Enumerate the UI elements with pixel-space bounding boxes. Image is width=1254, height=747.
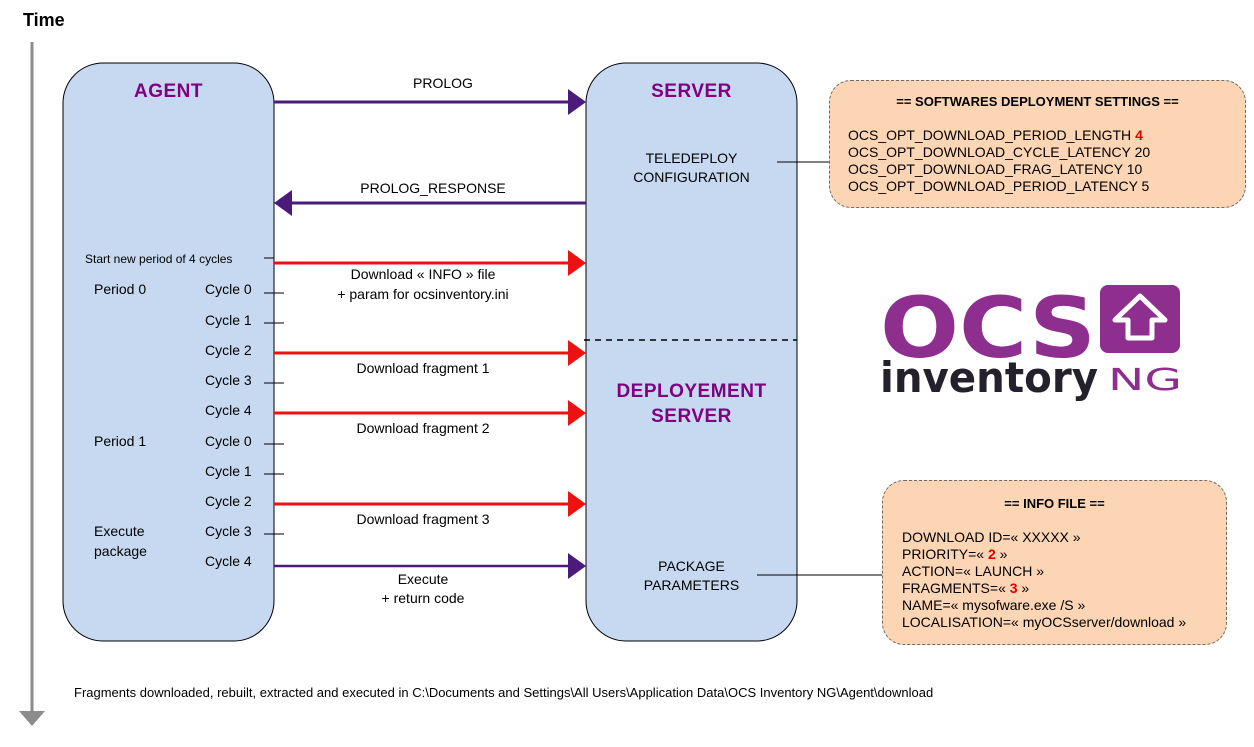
fragment1-arrow [274,340,586,366]
cycle-label: Cycle 3 [205,372,252,388]
fragment2-label: Download fragment 2 [356,420,490,436]
prolog-response-label: PROLOG_RESPONSE [360,180,506,196]
info-priority-prefix: PRIORITY=« [902,546,988,562]
execute-package-line2: package [94,543,147,559]
deployment-settings-box: == SOFTWARES DEPLOYMENT SETTINGS == OCS_… [829,80,1246,208]
agent-title: AGENT [134,81,203,102]
logo-ng-text: NG [1108,363,1182,398]
fragment2-arrow [274,400,586,426]
execute-label-line1: Execute [397,571,449,587]
info-action: ACTION=« LAUNCH » [902,563,1044,579]
package-params-line1: PACKAGE [658,558,725,574]
ocs-logo: OCS inventory NG [880,279,1182,402]
server-lane [585,62,798,642]
settings-frag-latency: OCS_OPT_DOWNLOAD_FRAG_LATENCY 10 [848,161,1143,177]
info-localisation: LOCALISATION=« myOCSserver/download » [902,614,1187,630]
download-info-arrow [274,250,586,276]
start-period-label: Start new period of 4 cycles [85,252,233,266]
info-file-box: == INFO FILE == DOWNLOAD ID=« XXXXX » PR… [882,480,1227,645]
cycle-label: Cycle 1 [205,463,252,479]
info-fragments-value: 3 [1009,580,1018,596]
logo-inventory-text: inventory [880,353,1098,402]
settings-period-length-value: 4 [1135,127,1143,143]
period0-label: Period 0 [94,281,147,297]
server-title: SERVER [651,81,732,102]
info-priority: PRIORITY=« 2 » [902,546,1007,563]
upload-arrow-icon [1112,293,1168,341]
info-fragments-suffix: » [1017,580,1030,596]
package-params-line2: PARAMETERS [643,577,740,593]
teledeploy-line2: CONFIGURATION [633,169,750,185]
info-download-id: DOWNLOAD ID=« XXXXX » [902,529,1081,545]
info-priority-value: 2 [987,546,996,562]
prolog-label: PROLOG [413,75,473,91]
info-fragments: FRAGMENTS=« 3 » [902,580,1029,597]
info-box-title: == INFO FILE == [1004,496,1105,511]
cycle-label: Cycle 2 [205,342,252,358]
period1-label: Period 1 [94,433,147,449]
settings-period-length-label: OCS_OPT_DOWNLOAD_PERIOD_LENGTH [848,127,1132,143]
logo-upload-badge [1100,285,1180,353]
cycle-label: Cycle 3 [205,523,252,539]
fragment1-label: Download fragment 1 [356,360,490,376]
deployment-server-line1: DEPLOYEMENT [616,381,767,402]
deployment-server-line2: SERVER [651,406,732,427]
prolog-response-arrow [274,190,586,216]
footer-note: Fragments downloaded, rebuilt, extracted… [74,685,934,700]
logo-ocs-text: OCS [880,279,1096,377]
cycle-label: Cycle 4 [205,402,252,418]
info-priority-suffix: » [995,546,1008,562]
prolog-arrow [274,89,586,115]
cycle-label: Cycle 0 [205,281,252,297]
cycle-label: Cycle 0 [205,433,252,449]
cycle-ticks [264,257,284,535]
settings-cycle-latency: OCS_OPT_DOWNLOAD_CYCLE_LATENCY 20 [848,144,1151,160]
info-fragments-prefix: FRAGMENTS=« [902,580,1010,596]
settings-box-title: == SOFTWARES DEPLOYMENT SETTINGS == [896,94,1179,109]
fragment3-label: Download fragment 3 [356,511,490,527]
cycle-label: Cycle 2 [205,493,252,509]
execute-label-line2: + return code [381,590,465,606]
fragment3-arrow [274,491,586,517]
execute-package-line1: Execute [94,523,145,539]
settings-period-latency: OCS_OPT_DOWNLOAD_PERIOD_LATENCY 5 [848,178,1150,194]
cycle-label: Cycle 4 [205,553,252,569]
execute-arrow [274,553,586,579]
download-info-label-line2: + param for ocsinventory.ini [337,286,509,302]
time-label: Time [23,10,65,30]
teledeploy-line1: TELEDEPLOY [645,150,738,166]
cycle-label: Cycle 1 [205,312,252,328]
time-axis-arrowhead [19,711,45,726]
download-info-label-line1: Download « INFO » file [350,266,496,282]
info-name: NAME=« mysofware.exe /S » [902,597,1086,613]
settings-period-length: OCS_OPT_DOWNLOAD_PERIOD_LENGTH 4 [848,127,1143,144]
